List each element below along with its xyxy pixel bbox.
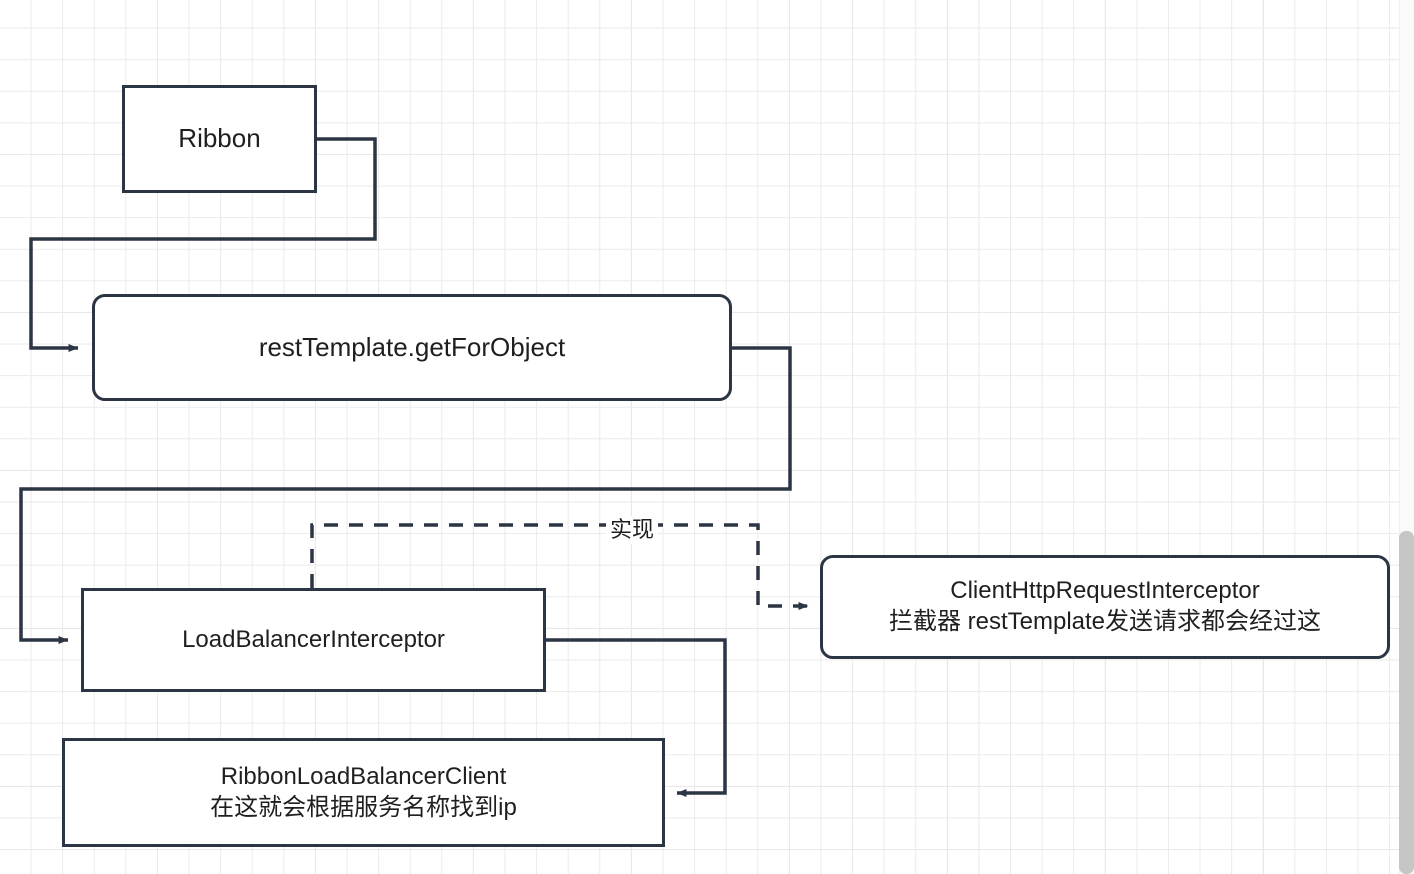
node-load-balancer-interceptor[interactable]: LoadBalancerInterceptor bbox=[81, 588, 546, 692]
node-ribbon[interactable]: Ribbon bbox=[122, 85, 317, 193]
node-client-http-request-interceptor[interactable]: ClientHttpRequestInterceptor 拦截器 restTem… bbox=[820, 555, 1390, 659]
edge-lbinterceptor-to-clienthttp bbox=[310, 523, 809, 610]
node-ribbon-label: Ribbon bbox=[178, 123, 261, 154]
edge-ribbon-to-resttemplate bbox=[29, 137, 377, 352]
edge-resttemplate-to-lbinterceptor bbox=[19, 346, 792, 644]
vertical-scrollbar-track[interactable] bbox=[1399, 0, 1414, 874]
vertical-scrollbar-thumb[interactable] bbox=[1399, 531, 1414, 874]
node-client-http-request-interceptor-label: ClientHttpRequestInterceptor 拦截器 restTem… bbox=[888, 577, 1322, 635]
node-load-balancer-interceptor-label: LoadBalancerInterceptor bbox=[182, 625, 445, 653]
node-rest-template-label: restTemplate.getForObject bbox=[258, 331, 566, 362]
node-rest-template-get-for-object[interactable]: restTemplate.getForObject bbox=[92, 294, 732, 401]
edge-lbinterceptor-to-ribbonlbclient bbox=[546, 638, 727, 797]
node-ribbon-load-balancer-client[interactable]: RibbonLoadBalancerClient 在这就会根据服务名称找到ip bbox=[62, 738, 665, 847]
edge-label-implements: 实现 bbox=[606, 516, 659, 544]
node-ribbon-load-balancer-client-label: RibbonLoadBalancerClient 在这就会根据服务名称找到ip bbox=[210, 762, 517, 821]
